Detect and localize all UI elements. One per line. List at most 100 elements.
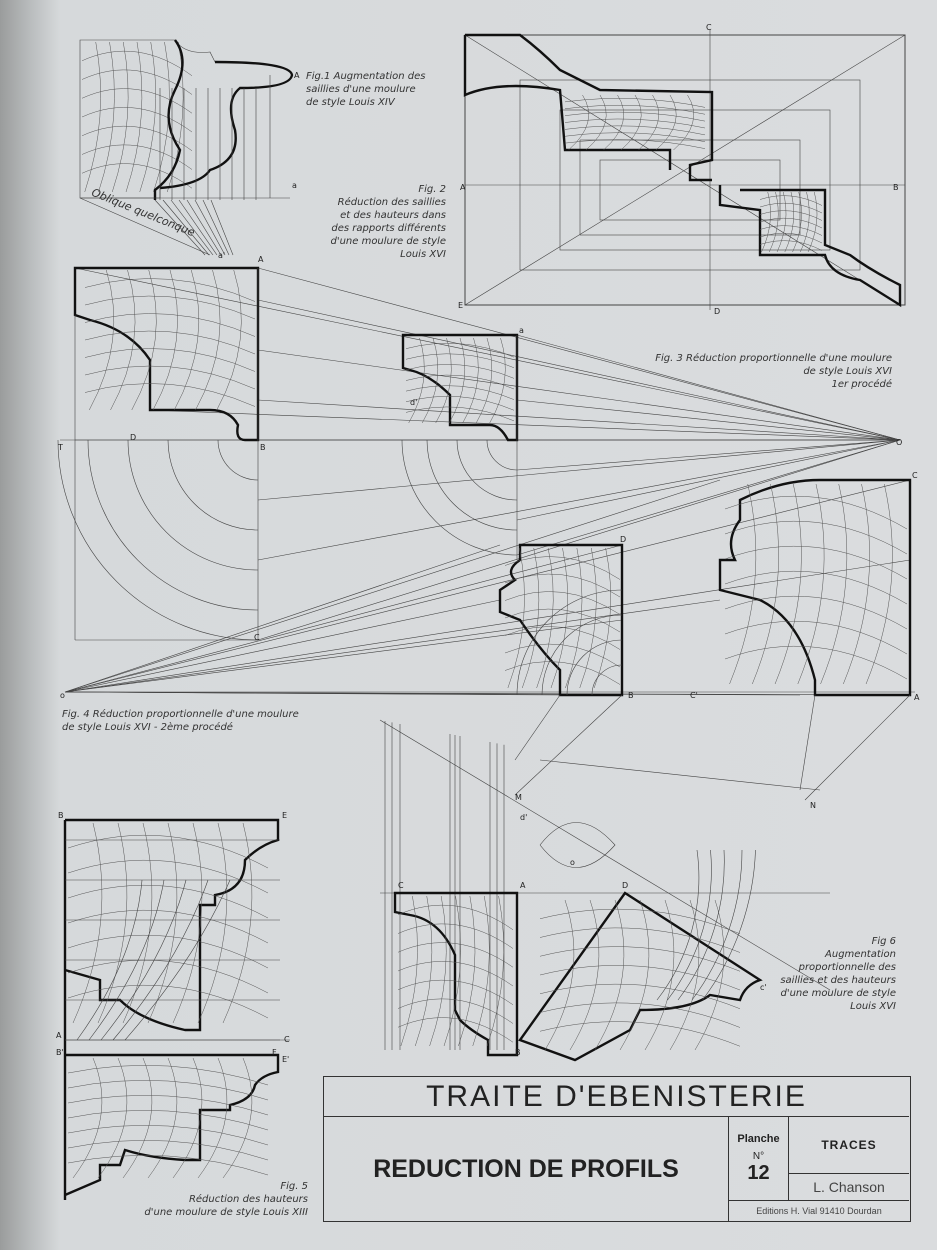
hatch-line xyxy=(139,41,156,193)
projection-line xyxy=(257,439,901,641)
hatch-line xyxy=(222,1057,253,1179)
fig1-caption: Fig.1 Augmentation des saillies d'une mo… xyxy=(306,71,426,108)
hatch-line xyxy=(694,899,725,1051)
point-label-B6: B xyxy=(515,1048,521,1057)
hatch-line xyxy=(147,1057,178,1179)
series-title: TRAITE D'EBENISTERIE xyxy=(324,1077,909,1117)
rotation-arc xyxy=(127,439,259,571)
projection-line xyxy=(64,599,501,693)
fig4-profile-large xyxy=(718,478,912,697)
construction-line xyxy=(79,197,211,256)
projection-line xyxy=(64,559,911,693)
point-label-M: M xyxy=(515,793,522,802)
fig2-profile-bottom xyxy=(718,185,902,308)
fig6-profile-small xyxy=(393,891,519,1057)
point-label-D4: D xyxy=(620,535,626,544)
fig2-profile-top xyxy=(465,33,714,182)
projection-line xyxy=(64,544,623,693)
construction-line xyxy=(514,694,561,761)
hatch-line xyxy=(472,895,490,1047)
hatch-line xyxy=(539,946,741,972)
hatch-line xyxy=(405,396,515,411)
hatch-line xyxy=(800,191,810,253)
hatch-line xyxy=(579,547,597,689)
hatch-line xyxy=(84,41,101,193)
rotation-arc xyxy=(401,439,518,556)
title-block: TRAITE D'EBENISTERIE REDUCTION DE PROFIL… xyxy=(323,1076,911,1222)
hatch-fig2b xyxy=(759,191,823,253)
hatch-line xyxy=(759,232,823,244)
projection-line xyxy=(64,479,911,693)
projection-line xyxy=(74,267,901,441)
projection-line xyxy=(149,409,901,441)
projection-line xyxy=(64,619,623,693)
hatch-line xyxy=(729,483,757,685)
hatch-line xyxy=(550,547,568,689)
construction-line xyxy=(202,199,230,256)
hatch-line xyxy=(620,94,642,151)
projection-line xyxy=(64,599,721,693)
fig3-profile-small xyxy=(401,333,519,442)
hatch-line xyxy=(122,822,153,1024)
hatch-fig3b xyxy=(405,337,515,424)
hatch-line xyxy=(504,591,621,615)
hatch-line xyxy=(216,269,242,411)
projection-line xyxy=(516,439,901,471)
hatch-line xyxy=(507,547,525,689)
point-label-E2: E xyxy=(458,301,463,310)
hatch-line xyxy=(724,595,908,630)
hatch-line xyxy=(724,545,908,580)
construction-line xyxy=(186,199,222,256)
hatch-line xyxy=(67,984,269,1019)
hatch-line xyxy=(415,895,433,1047)
hatch-fig3a xyxy=(84,269,256,411)
hatch-line xyxy=(81,69,193,95)
point-label-A6: A xyxy=(520,881,526,890)
plate-number: 12 xyxy=(747,1161,770,1184)
hatch-line xyxy=(152,269,178,411)
hatch-line xyxy=(97,1057,128,1179)
hatch-line xyxy=(408,337,425,424)
hatch-line xyxy=(752,483,779,685)
hatch-line xyxy=(619,899,650,1051)
hatch-line xyxy=(397,961,514,987)
hatch-line xyxy=(174,269,200,411)
hatch-line xyxy=(724,520,908,555)
hatch-line xyxy=(405,385,515,400)
hatch-line xyxy=(84,348,256,372)
construction-line xyxy=(210,199,234,256)
hatch-line xyxy=(81,50,193,76)
hatch-line xyxy=(405,374,515,390)
hatch-line xyxy=(97,822,128,1024)
hatch-line xyxy=(761,191,771,253)
point-label-a-prime: a' xyxy=(218,251,225,260)
hatch-line xyxy=(486,895,504,1047)
point-label-A4: A xyxy=(914,693,920,702)
hatch-line xyxy=(67,909,269,944)
hatch-line xyxy=(784,191,795,253)
hatch-line xyxy=(195,269,221,411)
hatch-line xyxy=(405,406,515,422)
hatch-line xyxy=(504,556,621,580)
point-label-a3: a xyxy=(519,326,524,335)
projection-line xyxy=(516,399,901,441)
hatch-line xyxy=(564,125,706,136)
fig1-profile xyxy=(153,39,184,200)
hatch-line xyxy=(84,365,256,390)
point-label-B4: B xyxy=(628,691,634,700)
hatch-line xyxy=(769,191,779,253)
hatch-line xyxy=(397,904,514,930)
hatch-line xyxy=(594,899,625,1051)
projection-arc xyxy=(124,879,231,1041)
point-label-A3: A xyxy=(258,255,264,264)
rotation-arc xyxy=(656,849,700,1001)
hatch-line xyxy=(462,337,479,424)
fig3-caption: Fig. 3 Réduction proportionnelle d'une m… xyxy=(655,353,892,390)
hatch-line xyxy=(421,337,439,424)
hatch-line xyxy=(522,547,540,689)
construction-line xyxy=(539,759,821,791)
projection-line xyxy=(516,334,901,441)
hatch-line xyxy=(759,225,823,236)
point-label-C5: C xyxy=(284,1035,290,1044)
construction-line xyxy=(799,694,816,791)
